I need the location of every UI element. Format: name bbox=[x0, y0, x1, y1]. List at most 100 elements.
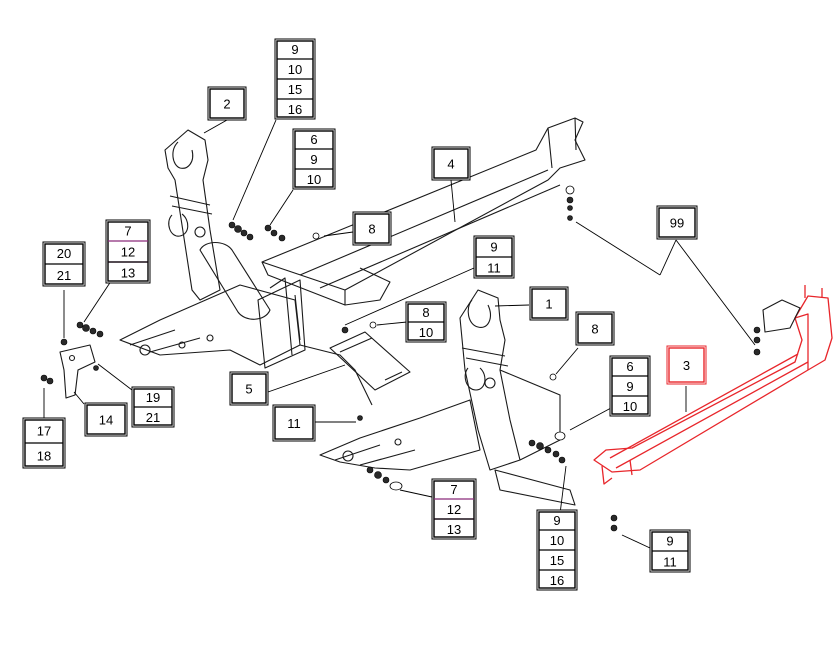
callout-frame bbox=[575, 311, 615, 346]
callout-number: 12 bbox=[447, 502, 461, 517]
callout-number: 7 bbox=[450, 482, 457, 497]
callout-frame-inner bbox=[354, 213, 390, 244]
callout-number: 6 bbox=[310, 132, 317, 147]
callout-c4: 4 bbox=[431, 146, 471, 181]
bumper-bar-part bbox=[593, 285, 833, 485]
callout-g-9-11-bottom: 911 bbox=[649, 529, 691, 573]
callout-frame-inner bbox=[611, 357, 649, 415]
callout-number: 16 bbox=[550, 573, 564, 588]
callout-frame-inner bbox=[433, 480, 475, 538]
callout-number: 10 bbox=[288, 62, 302, 77]
hitch-bracket-part bbox=[59, 344, 96, 399]
callout-frame-inner bbox=[294, 130, 334, 188]
callout-c14: 14 bbox=[84, 402, 128, 437]
callout-frame-inner bbox=[433, 148, 469, 179]
bolt-stack-crossbar-end bbox=[565, 185, 575, 221]
callout-c99: 99 bbox=[656, 205, 698, 240]
callout-number: 21 bbox=[57, 268, 71, 283]
left-upright-part bbox=[164, 129, 221, 301]
callout-number: 20 bbox=[57, 246, 71, 261]
callout-number: 10 bbox=[550, 533, 564, 548]
callout-g-8-10: 810 bbox=[405, 301, 447, 343]
callout-frame-inner bbox=[107, 221, 149, 282]
callout-number: 9 bbox=[490, 240, 497, 255]
bolt-center bbox=[312, 232, 377, 334]
callout-frame bbox=[529, 286, 569, 321]
callout-number: 17 bbox=[37, 424, 51, 439]
callout-number: 8 bbox=[422, 305, 429, 320]
callout-number: 10 bbox=[623, 399, 637, 414]
right-upright-part bbox=[459, 289, 561, 471]
callout-frame-inner bbox=[531, 288, 567, 319]
frame-drawing bbox=[59, 117, 833, 506]
right-bracket-part bbox=[319, 399, 576, 506]
bolt-stack-bottom bbox=[357, 415, 403, 491]
callout-number: 9 bbox=[666, 534, 673, 549]
callout-number: 8 bbox=[591, 322, 598, 337]
callout-number: 21 bbox=[146, 410, 160, 425]
bolt-stack-right bbox=[528, 373, 566, 464]
callout-number: 3 bbox=[683, 358, 690, 373]
callout-number: 12 bbox=[121, 245, 135, 260]
callout-c2: 2 bbox=[207, 86, 247, 121]
callout-number: 7 bbox=[124, 224, 131, 239]
callout-number: 11 bbox=[487, 261, 501, 276]
callout-c8b: 8 bbox=[575, 311, 615, 346]
bolt-stack-hitch bbox=[40, 321, 104, 385]
callout-number: 4 bbox=[447, 157, 454, 172]
center-plate-part bbox=[257, 277, 411, 406]
callout-g-9-11-mid: 911 bbox=[473, 235, 515, 279]
callout-number: 15 bbox=[550, 553, 564, 568]
callout-frame bbox=[609, 355, 651, 417]
callout-frame bbox=[431, 146, 471, 181]
callout-number: 19 bbox=[146, 390, 160, 405]
callout-frame bbox=[656, 205, 698, 240]
callout-boxes: 1234588111499910151669107121320219118106… bbox=[22, 38, 707, 591]
bolt-stack-bumper bbox=[610, 326, 761, 532]
callout-number: 1 bbox=[545, 297, 552, 312]
callout-c1: 1 bbox=[529, 286, 569, 321]
callout-frame-inner bbox=[668, 347, 705, 383]
callout-frame-inner bbox=[577, 313, 613, 344]
callout-number: 11 bbox=[287, 416, 301, 431]
callout-g-9-10-15-16-bot: 9 10 15 16 bbox=[536, 509, 578, 591]
callout-number: 13 bbox=[121, 266, 135, 281]
callout-frame-inner bbox=[658, 207, 696, 238]
callout-frame bbox=[105, 219, 151, 284]
callout-number: 16 bbox=[288, 102, 302, 117]
callout-frame bbox=[292, 128, 336, 190]
callout-frame bbox=[666, 345, 707, 385]
callout-frame-inner bbox=[274, 406, 314, 440]
callout-number: 10 bbox=[419, 325, 433, 340]
callout-number: 15 bbox=[288, 82, 302, 97]
callout-number: 18 bbox=[37, 449, 51, 464]
callout-number: 8 bbox=[368, 222, 375, 237]
callout-frame-inner bbox=[231, 373, 267, 404]
callout-frame bbox=[352, 211, 392, 246]
callout-frame bbox=[431, 478, 477, 540]
callout-g-7-12-13-left: 7 12 13 bbox=[105, 219, 151, 284]
callout-number: 2 bbox=[223, 97, 230, 112]
crossbar-part bbox=[261, 117, 586, 306]
callout-frame bbox=[229, 371, 269, 406]
callout-frame bbox=[207, 86, 247, 121]
callout-c3: 3 bbox=[666, 345, 707, 385]
callout-number: 9 bbox=[553, 513, 560, 528]
hardware-group bbox=[40, 185, 761, 532]
callout-number: 6 bbox=[626, 359, 633, 374]
callout-number: 11 bbox=[663, 555, 677, 570]
callout-number: 14 bbox=[99, 413, 113, 428]
callout-number: 10 bbox=[307, 172, 321, 187]
callout-number: 9 bbox=[626, 379, 633, 394]
bumper-end-plate bbox=[762, 299, 801, 333]
callout-number: 9 bbox=[310, 152, 317, 167]
bolt-stack-top-left bbox=[228, 221, 254, 241]
bolt-stack-left bbox=[264, 224, 286, 242]
callout-frame-inner bbox=[86, 404, 126, 435]
callout-frame bbox=[272, 404, 316, 442]
